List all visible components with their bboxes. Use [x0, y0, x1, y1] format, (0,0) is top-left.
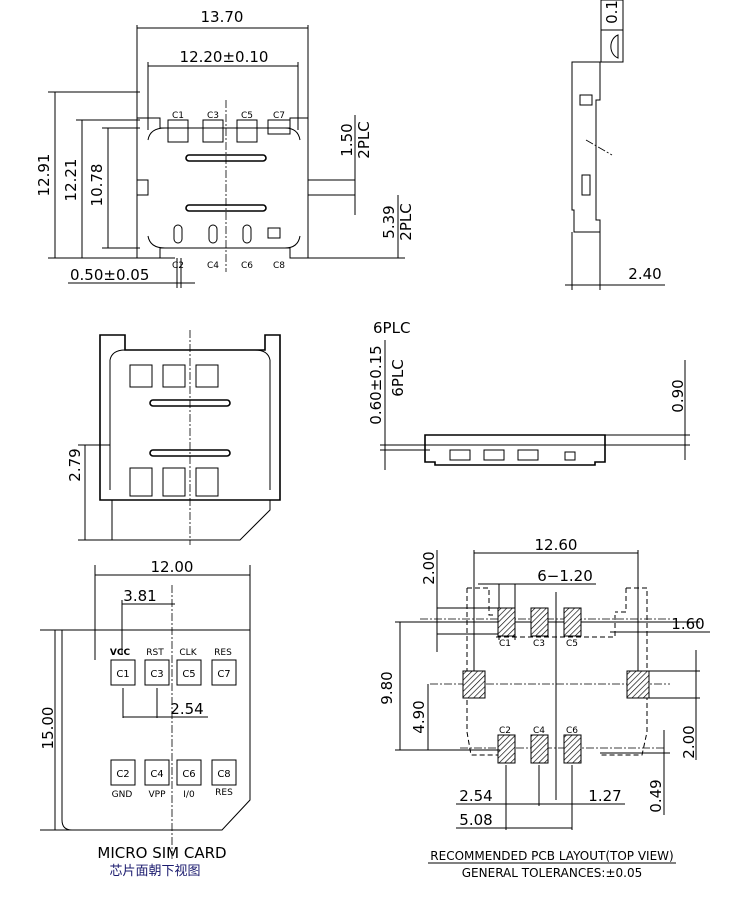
contact-id: C3: [150, 669, 163, 680]
dim-pad-length: 1.60: [671, 615, 704, 633]
dim-5-39: 5.39: [380, 205, 398, 238]
dim-half-height: 4.90: [410, 700, 428, 733]
contact-signal: VCC: [110, 648, 131, 658]
card-contact-c2: C2 GND: [110, 759, 136, 800]
contact-label-c3: C3: [207, 111, 219, 121]
dim-protrusion: 2.79: [66, 448, 84, 481]
contact-label-c2: C2: [172, 261, 184, 271]
dim-1-50-plc: 2PLC: [355, 121, 373, 158]
dim-top-0-1: 0.1: [603, 0, 621, 24]
dim-top-offset: 2.00: [420, 551, 438, 584]
card-contact-c4: C4 VPP: [144, 759, 170, 800]
pad-label-c6: C6: [566, 726, 578, 736]
card-contact-c5: C5 CLK: [176, 648, 202, 686]
dim-height-0-90: 0.90: [669, 379, 687, 412]
contact-signal: GND: [112, 790, 133, 800]
contact-signal: CLK: [179, 648, 197, 658]
dim-pad-span: 5.08: [459, 811, 492, 829]
dim-card-width: 12.00: [151, 558, 194, 576]
card-title: MICRO SIM CARD: [97, 844, 226, 862]
card-subtitle-cn: 芯片面朝下视图: [109, 864, 200, 879]
contact-label-c5: C5: [241, 111, 253, 121]
dim-bottom-offset: 0.49: [647, 779, 665, 812]
card-contact-c1: C1 VCC: [110, 648, 136, 686]
dim-pin-height: 0.60±0.15: [367, 345, 385, 424]
dim-card-pitch: 2.54: [170, 700, 203, 718]
pcb-layout-title: RECOMMENDED PCB LAYOUT(TOP VIEW): [430, 849, 673, 863]
pad-label-c5: C5: [566, 639, 578, 649]
contact-id: C2: [116, 769, 129, 780]
dim-pad-spec: 6−1.20: [537, 567, 593, 585]
top-view: 13.70 12.20±0.10 12.91 12.21 10.78: [35, 8, 415, 288]
contact-signal: RST: [146, 648, 164, 658]
contact-label-c8: C8: [273, 261, 285, 271]
side-view: 0.1 2.40: [565, 0, 665, 290]
dim-overall-width: 13.70: [201, 8, 244, 26]
card-contact-c7: C7 RES: [211, 648, 237, 686]
dim-inner-width: 12.20±0.10: [180, 48, 269, 66]
dim-5-39-plc: 2PLC: [397, 203, 415, 240]
general-tolerances: GENERAL TOLERANCES:±0.05: [462, 866, 642, 880]
front-view: 6PLC 0.60±0.15 6PLC 0.90: [367, 319, 690, 470]
dim-pcb-width: 12.60: [535, 536, 578, 554]
contact-signal: RES: [214, 648, 232, 658]
contact-label-c4: C4: [207, 261, 219, 271]
dim-pin-width: 0.50±0.05: [70, 266, 149, 284]
contact-id: C5: [182, 669, 195, 680]
dim-depth: 2.40: [628, 265, 661, 283]
dim-height-total: 12.91: [35, 154, 53, 197]
dim-pcb-pitch: 2.54: [459, 787, 492, 805]
pad-label-c1: C1: [499, 639, 511, 649]
pad-label-c3: C3: [533, 639, 545, 649]
contact-signal: RES: [215, 788, 233, 798]
contact-id: C4: [150, 769, 163, 780]
dim-1-50: 1.50: [338, 123, 356, 156]
dim-pcb-height: 9.80: [378, 671, 396, 704]
contact-id: C6: [182, 769, 195, 780]
contact-signal: VPP: [148, 790, 166, 800]
contact-label-c7: C7: [273, 111, 285, 121]
micro-sim-card-view: 12.00 3.81 15.00 C1 VCC C3 RST C5 CLK C7…: [39, 558, 251, 879]
card-inserted-view: 2.79: [66, 330, 281, 545]
contact-label-c1: C1: [172, 111, 184, 121]
dim-6plc-rotated: 6PLC: [389, 359, 407, 396]
dim-card-offset: 3.81: [123, 587, 156, 605]
dim-card-height: 15.00: [39, 707, 57, 750]
dim-height-inner: 10.78: [88, 164, 106, 207]
dim-half-pitch: 1.27: [588, 787, 621, 805]
contact-id: C1: [116, 669, 129, 680]
pcb-layout-view: 12.60 6−1.20 2.00 1.60 C1 C3 C5 C2 C4 C: [378, 536, 710, 880]
card-contact-c6: C6 I/0: [176, 759, 202, 800]
dim-height-body: 12.21: [62, 159, 80, 202]
dim-6plc-label: 6PLC: [373, 319, 410, 337]
card-contact-c3: C3 RST: [144, 648, 170, 686]
dim-side-pad: 2.00: [680, 725, 698, 758]
pad-label-c4: C4: [533, 726, 545, 736]
contact-id: C8: [217, 769, 230, 780]
contact-label-c6: C6: [241, 261, 253, 271]
contact-id: C7: [217, 669, 230, 680]
pad-label-c2: C2: [499, 726, 511, 736]
contact-signal: I/0: [183, 790, 195, 800]
card-contact-c8: C8 RES: [211, 759, 237, 798]
